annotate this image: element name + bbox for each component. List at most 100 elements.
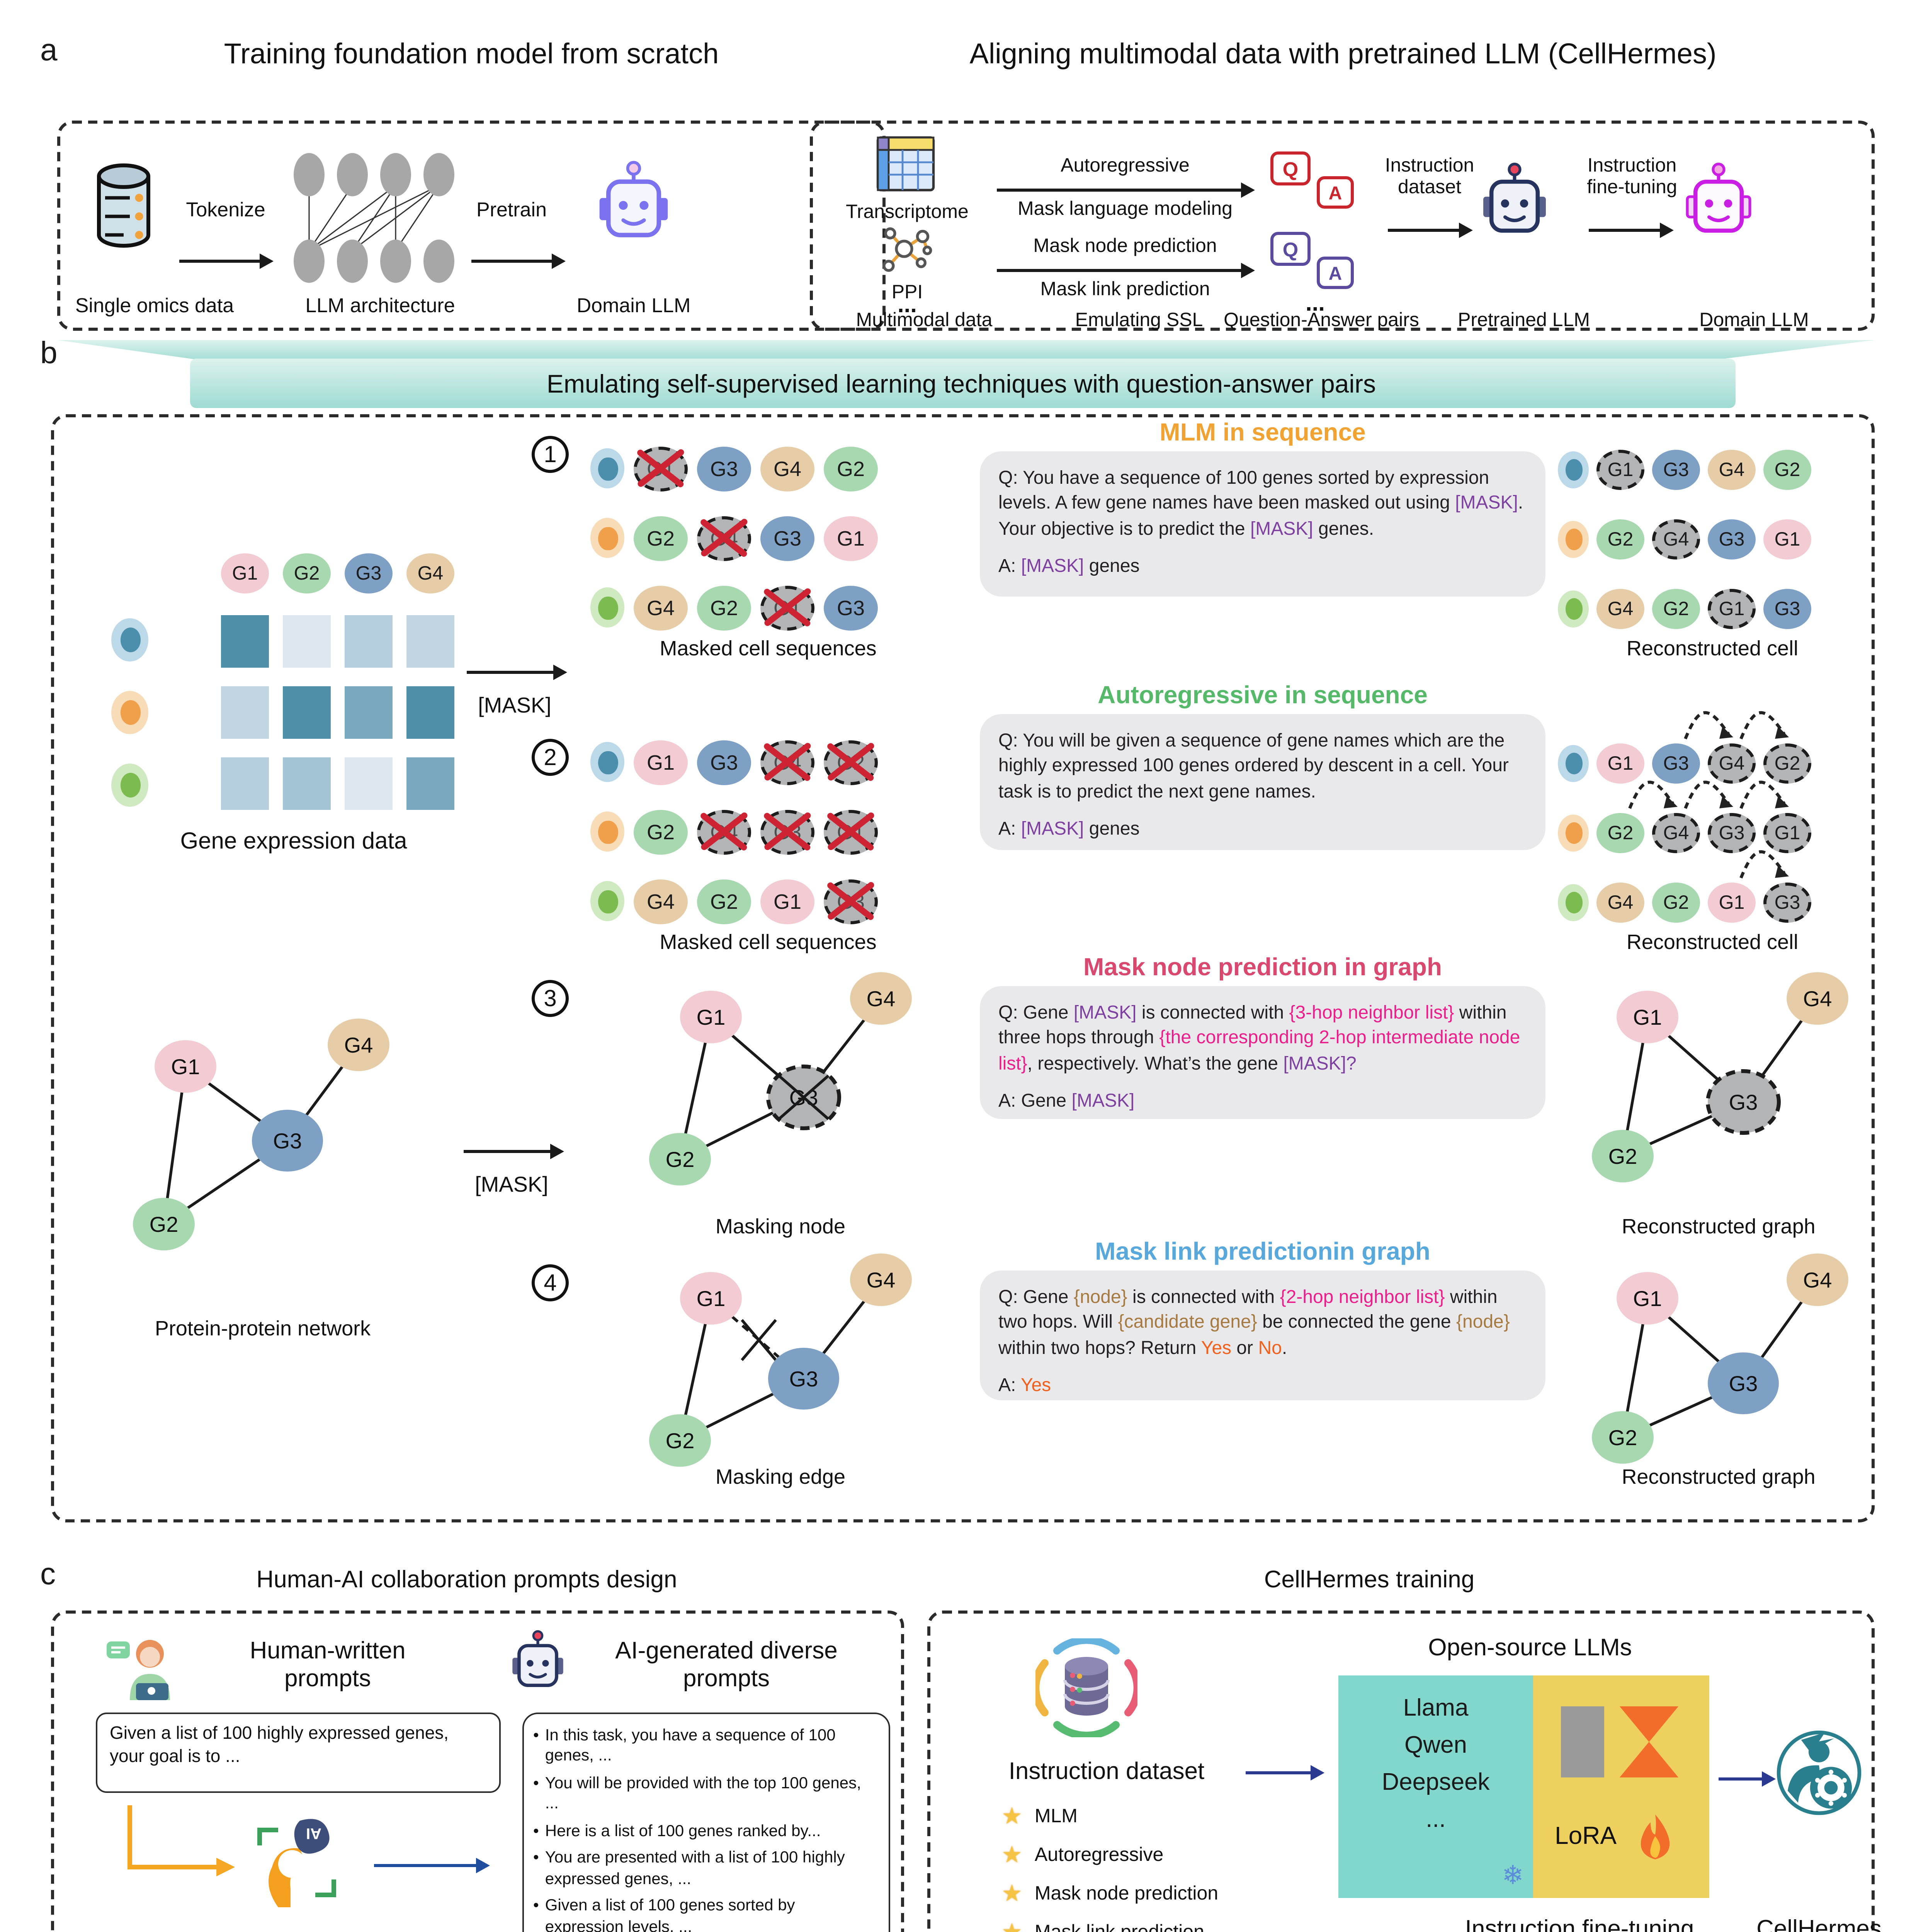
bullet-item: You are presented with a list of 100 hig…	[545, 1849, 845, 1888]
qbox3: Q: Gene [MASK] is connected with {3-hop …	[980, 986, 1545, 1119]
gene-node-g4: G4	[634, 879, 688, 923]
panel-c-right-title: CellHermes training	[1264, 1567, 1475, 1594]
text-segment: {node}	[1073, 1286, 1127, 1308]
gene-node-g2: G2	[1763, 450, 1811, 490]
heatmap-cell	[283, 686, 331, 739]
gene-node-g2: G2	[697, 585, 751, 630]
gene-node-g2: G2	[634, 809, 688, 854]
gene-node-g1-masked: G1	[634, 446, 688, 491]
text-segment: {3-hop neighbor list}	[1289, 1002, 1454, 1023]
step-1-badge: 1	[532, 436, 569, 473]
gene-header-g2: G2	[283, 553, 331, 594]
panel-c-label: c	[40, 1558, 56, 1592]
text-segment: Q: You will be given a sequence of gene …	[998, 730, 1509, 802]
lora-adapter-icon	[1620, 1706, 1678, 1777]
lora-box: LoRA	[1533, 1675, 1709, 1898]
gene-node-g4-recon: G4	[1652, 519, 1700, 560]
svg-text:G3: G3	[789, 1367, 818, 1391]
recon-graph-2: G1 G4 G3 G2	[1592, 1253, 1848, 1464]
text-segment: {2-hop neighbor list}	[1280, 1286, 1445, 1308]
text-segment: [MASK]	[1250, 517, 1313, 539]
heatmap-cell	[283, 757, 331, 810]
text-segment: is connected with	[1127, 1286, 1280, 1308]
svg-text:G1: G1	[171, 1054, 200, 1079]
masked-seq2-caption: Masked cell sequences	[660, 930, 877, 954]
text-segment: {candidate gene}	[1118, 1311, 1257, 1333]
ai-output-arrow	[374, 1858, 490, 1873]
qbox4-title: Mask link predictionin graph	[1095, 1240, 1430, 1266]
open-source-llms-label: Open-source LLMs	[1428, 1635, 1632, 1662]
human-icon	[107, 1640, 170, 1700]
fire-icon	[1641, 1815, 1670, 1859]
masking-node-graph: G1 G4 G3 G2	[649, 972, 912, 1185]
gene-node-g1-recon: G1	[1763, 813, 1811, 853]
ai-assistance-icon: AI	[257, 1819, 336, 1907]
gene-node-g1: G1	[1763, 519, 1811, 560]
ppi-caption: Protein-protein network	[155, 1317, 371, 1340]
ai-generated-line1: AI-generated diverse	[615, 1638, 838, 1665]
gene-node-g1: G1	[634, 740, 688, 784]
gene-node-g2: G2	[824, 446, 878, 491]
qbox1-title: MLM in sequence	[1159, 420, 1366, 447]
panel-a-left-box	[57, 121, 886, 331]
a-bubble-red: A	[1317, 176, 1354, 209]
cellhermes-logo	[1777, 1730, 1862, 1815]
gene-node-g2: G2	[1596, 813, 1644, 853]
qbox1: Q: You have a sequence of 100 genes sort…	[980, 451, 1545, 597]
text-segment: be connected the gene	[1257, 1311, 1456, 1333]
mask-node-label: Mask node prediction	[1033, 235, 1217, 257]
ppi-network-graph: G1 G4 G3 G2	[133, 1019, 389, 1250]
text-segment: [MASK]	[1021, 817, 1084, 839]
qbox4-question: Q: Gene {node} is connected with {2-hop …	[998, 1284, 1527, 1360]
a-bubble-purple: A	[1317, 257, 1354, 289]
svg-text:G2: G2	[150, 1212, 179, 1236]
star-label: MLM	[1034, 1805, 1078, 1827]
svg-text:G3: G3	[273, 1129, 302, 1153]
cell-icon-blue	[590, 742, 624, 782]
svg-text:G1: G1	[697, 1286, 726, 1311]
star-item: ★MLM	[1001, 1802, 1311, 1830]
gene-node-g4: G4	[760, 446, 814, 491]
svg-text:G2: G2	[1608, 1144, 1637, 1168]
bullet-item: Here is a list of 100 genes ranked by...	[545, 1822, 821, 1840]
star-label: Autoregressive	[1034, 1844, 1164, 1866]
gene-node-g3: G3	[1652, 743, 1700, 784]
svg-text:G1: G1	[1633, 1005, 1662, 1029]
masked-seq1-caption: Masked cell sequences	[660, 637, 877, 660]
svg-text:G1: G1	[1633, 1286, 1662, 1311]
star-item: ★Autoregressive	[1001, 1841, 1311, 1869]
domain-llm-caption-2: Domain LLM	[1699, 309, 1809, 331]
ai-generated-line2: prompts	[683, 1666, 770, 1692]
expression-heatmap	[221, 615, 454, 828]
qbox3-question: Q: Gene [MASK] is connected with {3-hop …	[998, 1000, 1527, 1076]
svg-text:G3: G3	[1729, 1090, 1758, 1114]
qbox4-answer: A: Yes	[998, 1372, 1527, 1398]
heatmap-row	[221, 757, 454, 810]
text-segment: within three hops through	[998, 1002, 1507, 1049]
gene-node-g3: G3	[1763, 589, 1811, 629]
qbox1-question: Q: You have a sequence of 100 genes sort…	[998, 465, 1527, 541]
svg-text:G4: G4	[867, 1268, 896, 1292]
gene-node-g4-masked: G4	[697, 809, 751, 854]
instruction-dataset-arrow	[1388, 223, 1473, 238]
gene-node-g3-masked: G3	[760, 809, 814, 854]
llm-architecture-caption: LLM architecture	[305, 294, 455, 317]
gene-node-g2: G2	[1596, 519, 1644, 560]
text-segment: Q: You have a sequence of 100 genes sort…	[998, 467, 1489, 514]
expr-cell-icon-blue	[111, 618, 148, 662]
text-segment: genes	[1084, 817, 1140, 839]
text-segment: is connected with	[1136, 1002, 1289, 1023]
heatmap-cell	[221, 686, 269, 739]
gene-header-g1: G1	[221, 553, 269, 594]
llm-architecture-icon	[294, 153, 454, 283]
cell-icon-orange	[1558, 815, 1589, 852]
qbox2-answer: A: [MASK] genes	[998, 816, 1527, 841]
qbox2: Q: You will be given a sequence of gene …	[980, 714, 1545, 850]
expr-cell-col	[111, 618, 148, 836]
gene-node-g4-masked: G4	[697, 515, 751, 560]
llm-name: Deepseek	[1382, 1770, 1490, 1796]
